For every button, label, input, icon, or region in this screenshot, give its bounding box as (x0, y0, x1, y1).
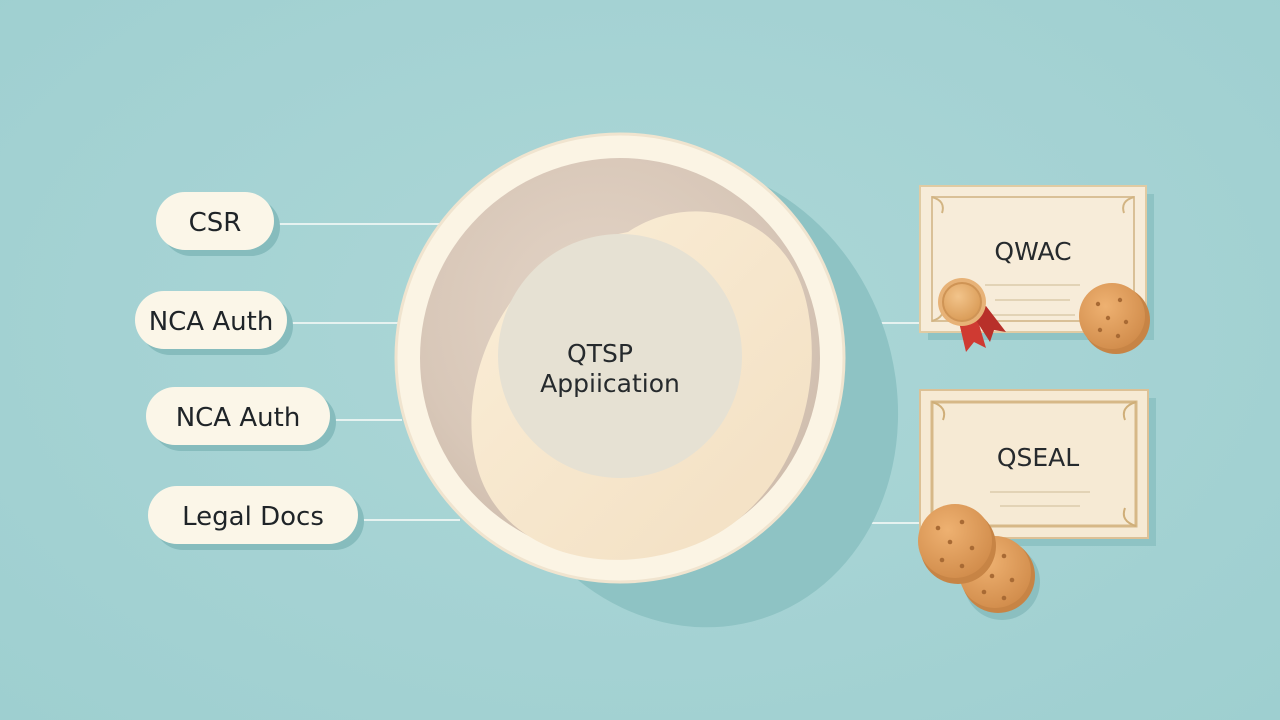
seal-icon (938, 278, 986, 326)
pill-label-csr: CSR (189, 208, 242, 238)
input-pill-nca-auth-1: NCA Auth (135, 291, 293, 355)
input-pill-csr: CSR (156, 192, 280, 256)
cookie-icon (1079, 283, 1150, 354)
cookie-icon (918, 504, 996, 584)
input-pill-legal-docs: Legal Docs (148, 486, 364, 550)
qtsp-bowl: QTSP Appiication (394, 132, 899, 628)
pill-label-nca-auth-2: NCA Auth (176, 403, 301, 433)
qseal-certificate: QSEAL (918, 389, 1156, 620)
cert-label-qseal: QSEAL (997, 443, 1079, 472)
center-disc (498, 234, 742, 478)
input-pill-nca-auth-2: NCA Auth (146, 387, 336, 451)
qwac-certificate: QWAC (919, 185, 1154, 354)
center-label-line1: QTSP (567, 339, 633, 368)
cert-label-qwac: QWAC (994, 237, 1071, 266)
pill-label-nca-auth-1: NCA Auth (149, 307, 274, 337)
bowl-rim-edge (394, 132, 846, 584)
center-label-line2: Appiication (540, 369, 680, 398)
pill-label-legal-docs: Legal Docs (182, 502, 324, 532)
